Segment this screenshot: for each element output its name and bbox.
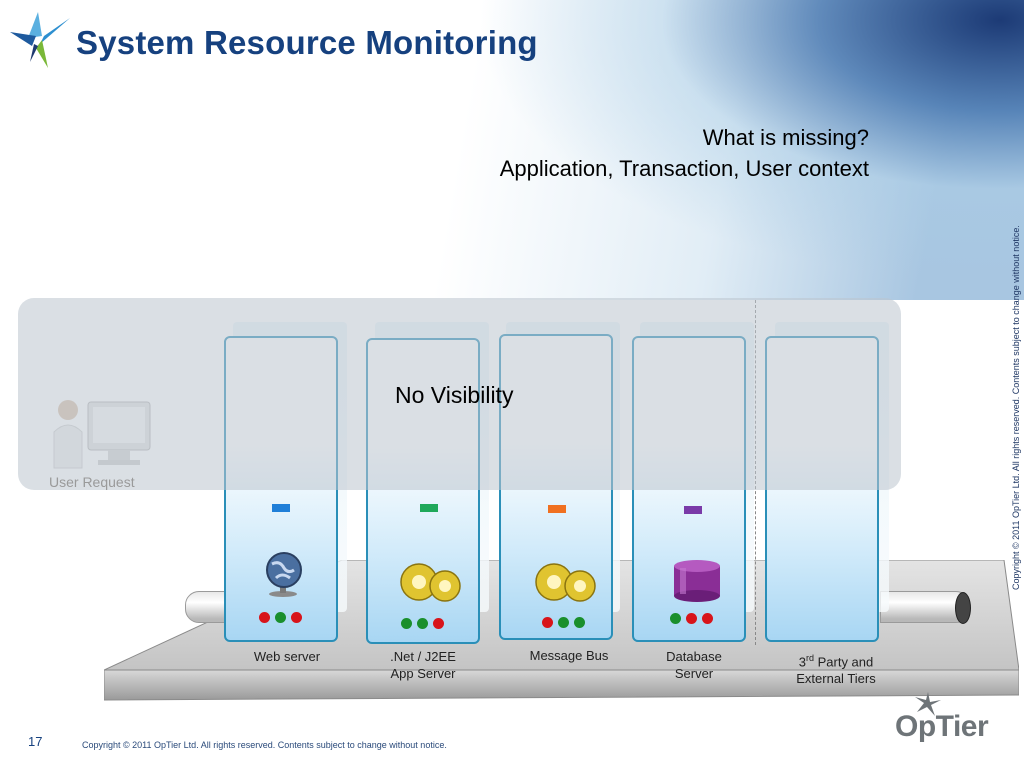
question-line-1: What is missing? — [702, 125, 869, 150]
label-app-server: .Net / J2EE App Server — [366, 648, 480, 682]
gears-icon — [535, 563, 596, 602]
globe-icon — [266, 552, 302, 597]
label-third-party-rest: Party and — [813, 654, 874, 670]
label-third-party-line-2: External Tiers — [796, 671, 876, 687]
label-web-server: Web server — [253, 649, 321, 664]
optier-star-icon — [915, 692, 941, 716]
status-dot-red — [686, 613, 697, 624]
status-dot-green — [670, 613, 681, 624]
page-number: 17 — [28, 734, 43, 749]
label-message-bus: Message Bus — [529, 648, 609, 663]
status-dots — [401, 618, 444, 629]
question-line-2: Application, Transaction, User context — [499, 156, 869, 181]
database-icon — [674, 560, 720, 602]
label-third-party-ordinal: 3 — [798, 654, 806, 670]
status-led — [548, 505, 566, 513]
status-dot-green — [558, 617, 569, 628]
status-led — [272, 504, 290, 512]
status-dots — [542, 617, 585, 628]
label-third-party-line-1: 3rd Party and — [776, 650, 896, 670]
status-dot-red — [259, 612, 270, 623]
label-database-server: Database Server — [637, 648, 751, 682]
status-dot-red — [542, 617, 553, 628]
status-dots — [670, 613, 713, 624]
status-dots — [259, 612, 302, 623]
label-database-line-1: Database — [666, 649, 722, 664]
background-swoosh — [0, 0, 1024, 300]
pipe-cap — [955, 592, 971, 624]
side-copyright: Copyright © 2011 OpTier Ltd. All rights … — [1011, 225, 1021, 590]
page-title: System Resource Monitoring — [76, 24, 538, 61]
gears-icon — [400, 563, 461, 602]
optier-wordmark: OpTier — [895, 710, 989, 743]
label-app-server-line-2: App Server — [390, 666, 456, 681]
status-dot-red — [291, 612, 302, 623]
status-dot-green — [275, 612, 286, 623]
optier-logo: OpTier — [895, 692, 989, 748]
label-app-server-line-1: .Net / J2EE — [390, 649, 456, 664]
status-dot-red — [702, 613, 713, 624]
logo-star-icon — [10, 12, 70, 68]
label-third-party: 3rd Party and External Tiers — [776, 650, 896, 687]
status-dot-red — [433, 618, 444, 629]
no-visibility-label: No Visibility — [395, 382, 514, 408]
status-dot-green — [401, 618, 412, 629]
status-dot-green — [574, 617, 585, 628]
question-text: What is missing? Application, Transactio… — [500, 122, 869, 184]
status-dot-green — [417, 618, 428, 629]
label-database-line-2: Server — [674, 666, 714, 681]
footer-copyright: Copyright © 2011 OpTier Ltd. All rights … — [82, 740, 447, 750]
user-request-label: User Request — [49, 474, 135, 490]
status-led — [420, 504, 438, 512]
status-led — [684, 506, 702, 514]
no-visibility-overlay — [18, 298, 901, 490]
label-third-party-suffix: rd — [805, 653, 814, 663]
